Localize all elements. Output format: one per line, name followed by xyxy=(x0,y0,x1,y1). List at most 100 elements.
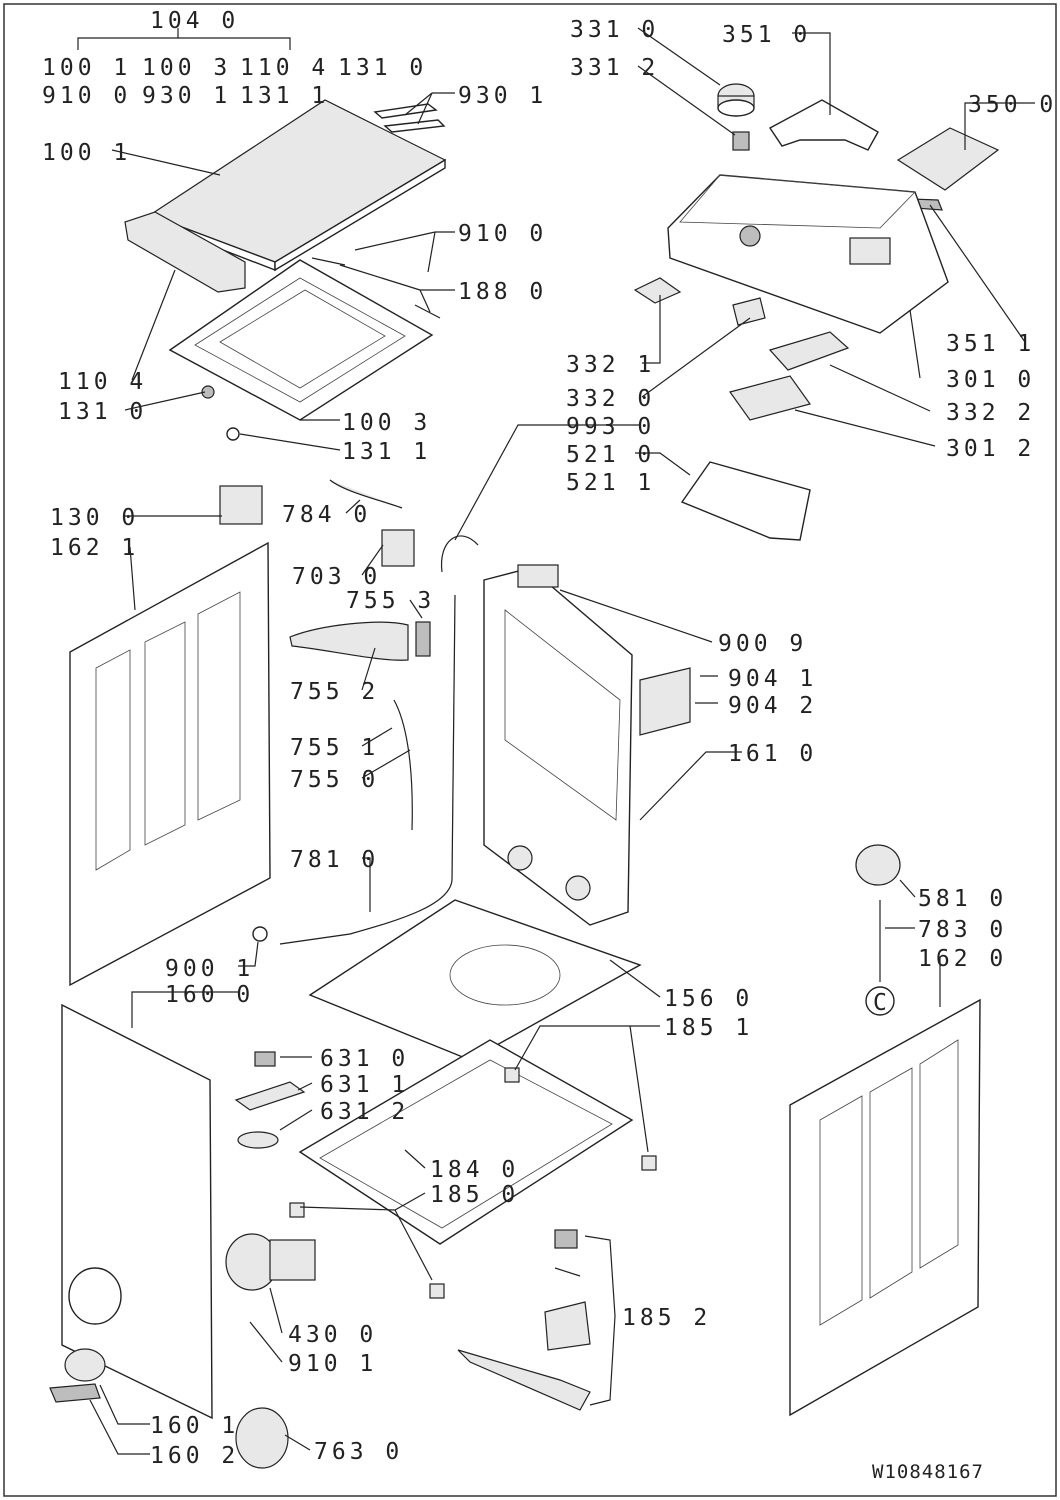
callout-904-1: 904 1 xyxy=(728,666,817,692)
callout-100-3: 100 3 xyxy=(342,410,431,436)
callout-160-0: 160 0 xyxy=(165,982,254,1008)
filter-door-part xyxy=(64,1348,106,1382)
callout-131-0-group: 131 0 xyxy=(338,55,427,81)
sheet-border xyxy=(3,3,1057,1497)
bracket-part xyxy=(768,99,879,151)
sensor-part xyxy=(254,1051,276,1067)
clip-part xyxy=(415,621,431,657)
callout-110-4-group: 110 4 xyxy=(240,55,329,81)
callout-993-0: 993 0 xyxy=(566,414,655,440)
bracket-904-part xyxy=(639,667,691,736)
callout-910-1: 910 1 xyxy=(288,1351,377,1377)
callout-332-2: 332 2 xyxy=(946,400,1035,426)
bellows-part xyxy=(289,621,409,661)
callout-930-1-group: 930 1 xyxy=(142,83,231,109)
wheel-bracket-part xyxy=(544,1301,591,1351)
callout-930-1: 930 1 xyxy=(458,83,547,109)
foot-part xyxy=(504,1067,520,1083)
callout-755-3: 755 3 xyxy=(346,588,435,614)
callout-755-0: 755 0 xyxy=(290,767,379,793)
dispenser-insert-part xyxy=(729,375,811,421)
callout-188-0: 188 0 xyxy=(458,279,547,305)
callout-581-0: 581 0 xyxy=(918,886,1007,912)
lock-part xyxy=(201,385,215,399)
callout-521-1: 521 1 xyxy=(566,470,655,496)
knob-part xyxy=(717,83,755,151)
foot-part xyxy=(641,1155,657,1171)
callout-185-0: 185 0 xyxy=(430,1182,519,1208)
callout-100-3-group: 100 3 xyxy=(142,55,231,81)
callout-100-1-group: 100 1 xyxy=(42,55,131,81)
connector-part xyxy=(517,564,559,588)
base-frame-part xyxy=(298,1039,634,1245)
pin-part xyxy=(311,257,346,266)
callout-900-1: 900 1 xyxy=(165,956,254,982)
callout-430-0: 430 0 xyxy=(288,1322,377,1348)
cap-part xyxy=(237,1131,279,1149)
drain-hose-part xyxy=(279,594,456,945)
callout-631-1: 631 1 xyxy=(320,1072,409,1098)
callout-131-0: 131 0 xyxy=(58,399,147,425)
callout-160-1: 160 1 xyxy=(150,1413,239,1439)
callout-755-1: 755 1 xyxy=(290,735,379,761)
document-number: W10848167 xyxy=(872,1461,984,1483)
lid-frame-part xyxy=(168,259,434,421)
pulley-part xyxy=(855,844,901,886)
callout-631-0: 631 0 xyxy=(320,1046,409,1072)
callout-131-1-group: 131 1 xyxy=(240,83,329,109)
callout-351-0: 351 0 xyxy=(722,22,811,48)
rod-part xyxy=(414,304,441,319)
callout-130-0: 130 0 xyxy=(50,505,139,531)
filter-part xyxy=(235,1407,289,1469)
callout-110-4: 110 4 xyxy=(58,369,147,395)
callout-521-0: 521 0 xyxy=(566,442,655,468)
circlip-part xyxy=(865,986,895,1016)
callout-904-2: 904 2 xyxy=(728,693,817,719)
base-tub-part xyxy=(308,899,642,1061)
hinge-strip-part xyxy=(373,103,446,133)
left-side-panel-part xyxy=(69,541,271,987)
callout-781-0: 781 0 xyxy=(290,847,379,873)
callout-104-0: 104 0 xyxy=(150,8,239,34)
callout-labels: 104 0 100 1 100 3 110 4 131 0 910 0 930 … xyxy=(42,8,1053,1469)
valve-part xyxy=(381,529,415,567)
front-panel-part xyxy=(61,1003,213,1420)
sensor-holder-part xyxy=(234,1081,306,1111)
callout-332-1: 332 1 xyxy=(566,352,655,378)
dispenser-part xyxy=(680,461,811,541)
callout-156-0: 156 0 xyxy=(664,986,753,1012)
door-lock-part xyxy=(219,485,263,525)
callout-184-0: 184 0 xyxy=(430,1157,519,1183)
spring-part xyxy=(226,427,240,441)
button-part xyxy=(768,331,850,371)
hose-784-part xyxy=(329,479,403,509)
handle-part xyxy=(124,211,246,293)
lever-part xyxy=(457,1349,591,1411)
callout-331-0: 331 0 xyxy=(570,17,659,43)
callout-332-0: 332 0 xyxy=(566,386,655,412)
switch-holder-part xyxy=(732,297,766,326)
callout-703-0: 703 0 xyxy=(292,564,381,590)
callout-162-1: 162 1 xyxy=(50,535,139,561)
clamp-part xyxy=(252,926,268,942)
callout-331-2: 331 2 xyxy=(570,55,659,81)
callout-162-0: 162 0 xyxy=(918,946,1007,972)
pump-part xyxy=(225,1233,316,1291)
axle-part xyxy=(554,1267,581,1277)
callout-301-2: 301 2 xyxy=(946,436,1035,462)
callout-131-1: 131 1 xyxy=(342,439,431,465)
callout-755-2: 755 2 xyxy=(290,679,379,705)
callout-301-0: 301 0 xyxy=(946,367,1035,393)
control-console-part xyxy=(667,174,949,334)
circlip-label: C xyxy=(873,990,887,1016)
callout-910-0: 910 0 xyxy=(458,221,547,247)
callout-161-0: 161 0 xyxy=(728,741,817,767)
callout-784-0: 784 0 xyxy=(282,502,371,528)
leader-lines xyxy=(77,27,1035,1455)
callout-100-1: 100 1 xyxy=(42,140,131,166)
drain-hose-outline xyxy=(279,594,456,945)
rear-panel-part xyxy=(483,567,633,926)
caster-part xyxy=(554,1229,578,1249)
callout-185-1: 185 1 xyxy=(664,1015,753,1041)
